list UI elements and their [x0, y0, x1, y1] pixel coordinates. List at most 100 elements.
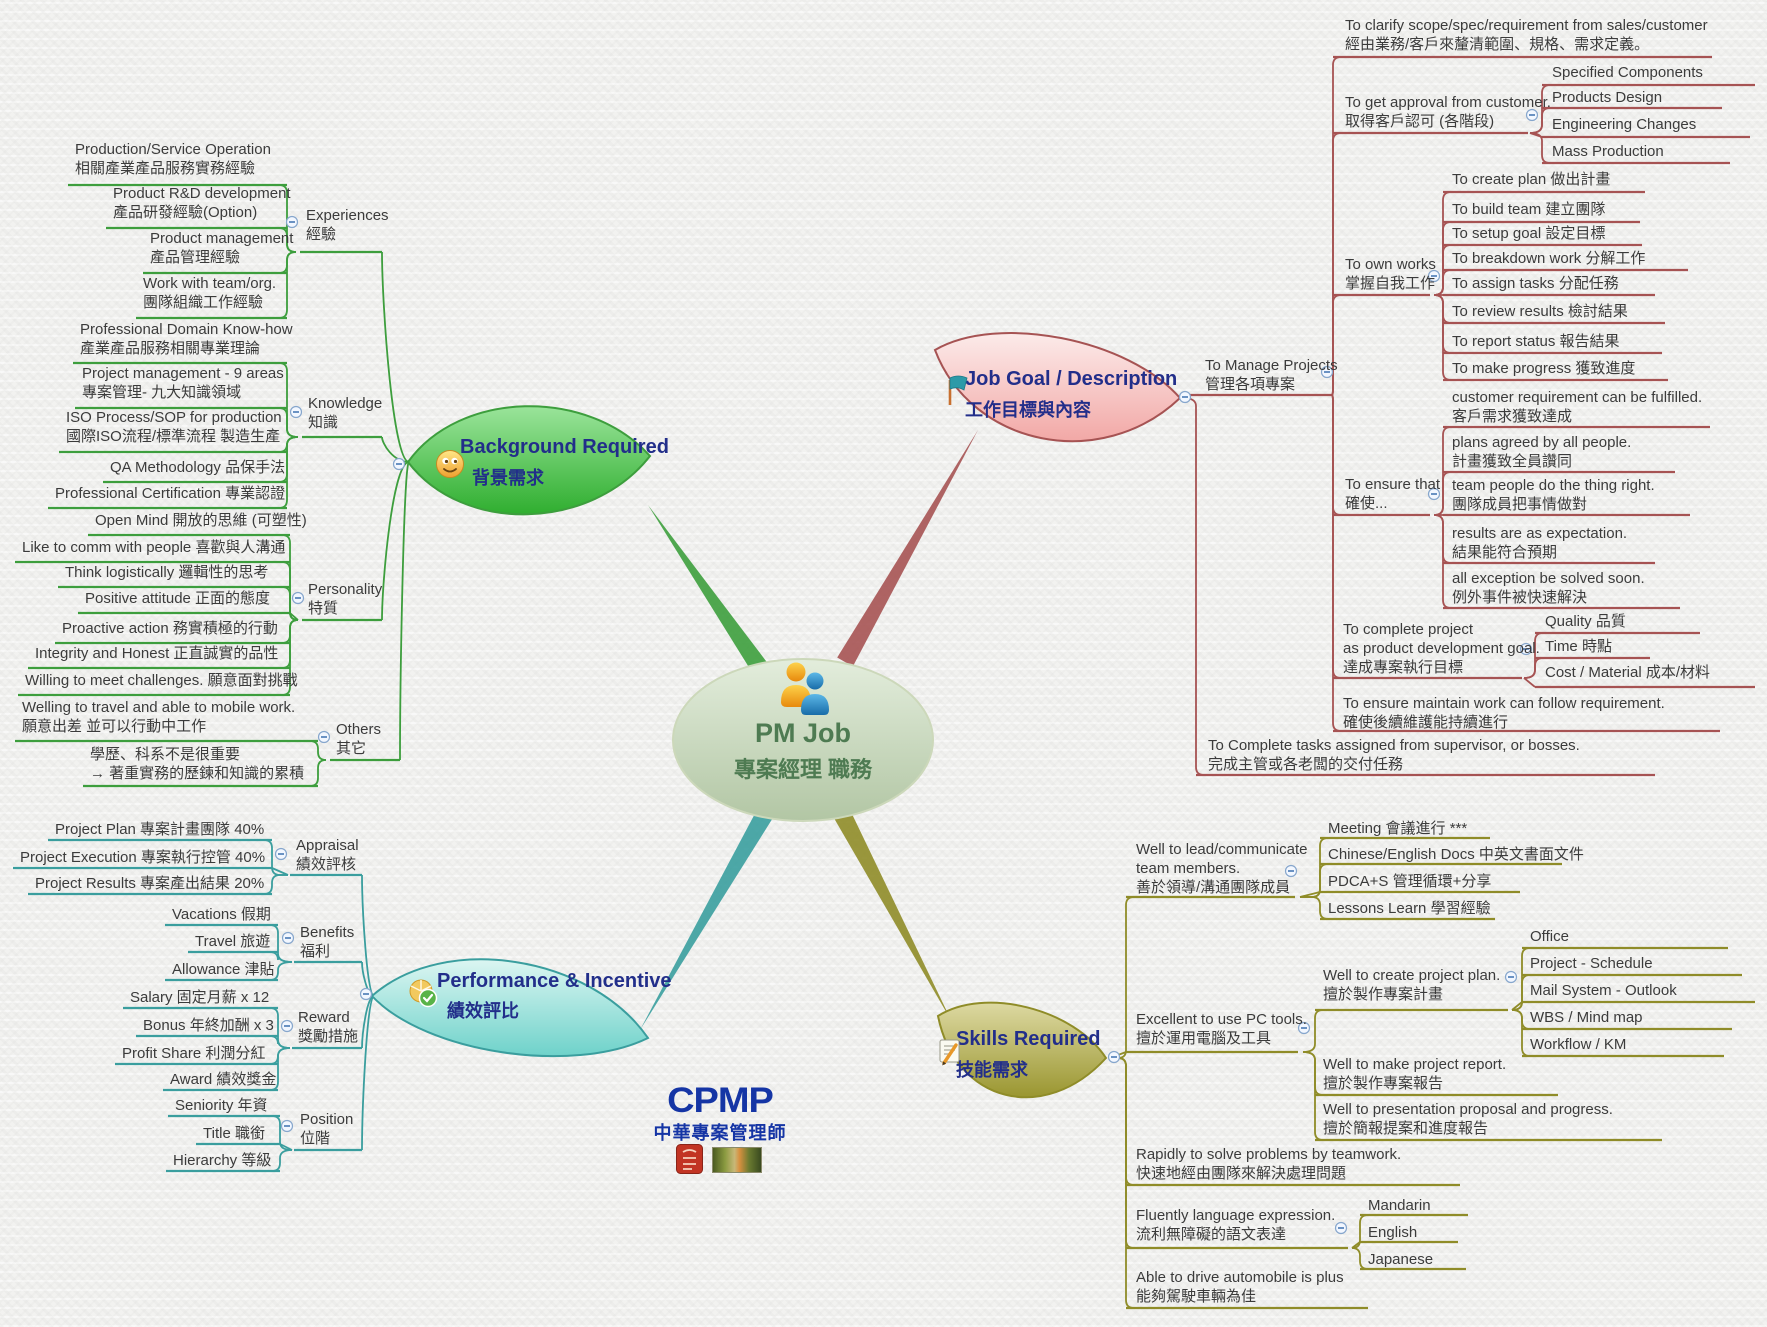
mindmap-node[interactable]: Specified Components — [1552, 64, 1703, 81]
mindmap-node[interactable]: Knowledge 知識 — [308, 395, 383, 431]
collapse-toggle[interactable] — [274, 847, 288, 861]
mindmap-node[interactable]: Open Mind 開放的思維 (可塑性) — [95, 512, 307, 529]
collapse-toggle[interactable] — [1297, 1021, 1311, 1035]
mindmap-node[interactable]: PDCA+S 管理循環+分享 — [1328, 873, 1492, 890]
branch-label-background-zh[interactable]: 背景需求 — [472, 468, 544, 488]
mindmap-node[interactable]: Mass Production — [1552, 143, 1664, 160]
mindmap-node[interactable]: Well to make project report. 擅於製作專案報告 — [1323, 1056, 1507, 1092]
mindmap-node[interactable]: Integrity and Honest 正直誠實的品性 — [35, 645, 279, 662]
mindmap-node[interactable]: Project management - 9 areas 專案管理- 九大知識領… — [82, 365, 284, 401]
mindmap-node[interactable]: To get approval from customer. 取得客戶認可 (各… — [1345, 94, 1551, 130]
mindmap-node[interactable]: To report status 報告結果 — [1452, 333, 1620, 350]
branch-shape-background[interactable] — [406, 405, 652, 516]
mindmap-node[interactable]: To ensure that 確使... — [1345, 476, 1441, 512]
mindmap-node[interactable]: 學歷、科系不是很重要 → 著重實務的歷鍊和知識的累積 — [90, 746, 305, 782]
mindmap-node[interactable]: Mail System - Outlook — [1530, 982, 1677, 999]
collapse-toggle[interactable] — [280, 1019, 294, 1033]
mindmap-node[interactable]: Well to create project plan. 擅於製作專案計畫 — [1323, 967, 1501, 1003]
mindmap-node[interactable]: Salary 固定月薪 x 12 — [130, 989, 270, 1006]
mindmap-node[interactable]: To Complete tasks assigned from supervis… — [1208, 737, 1580, 773]
mindmap-node[interactable]: Project - Schedule — [1530, 955, 1653, 972]
mindmap-node[interactable]: Excellent to use PC tools. 擅於運用電腦及工具 — [1136, 1011, 1307, 1047]
central-topic[interactable] — [672, 658, 934, 822]
mindmap-node[interactable]: WBS / Mind map — [1530, 1009, 1643, 1026]
branch-label-performance[interactable]: Performance & Incentive — [437, 970, 672, 992]
mindmap-node[interactable]: Appraisal 績效評核 — [296, 837, 359, 873]
mindmap-node[interactable]: QA Methodology 品保手法 — [110, 459, 286, 476]
mindmap-node[interactable]: To Manage Projects 管理各項專案 — [1205, 357, 1338, 393]
mindmap-node[interactable]: Product R&D development 產品研發經驗(Option) — [113, 185, 291, 221]
branch-label-performance-zh[interactable]: 績效評比 — [447, 1001, 519, 1021]
mindmap-node[interactable]: Travel 旅遊 — [195, 933, 271, 950]
mindmap-node[interactable]: Project Results 專案產出結果 20% — [35, 875, 265, 892]
collapse-toggle[interactable] — [1178, 390, 1192, 404]
mindmap-node[interactable]: Experiences 經驗 — [306, 207, 389, 243]
mindmap-node[interactable]: Able to drive automobile is plus 能夠駕駛車輛為… — [1136, 1269, 1344, 1305]
branch-shape-performance[interactable] — [370, 958, 650, 1058]
mindmap-node[interactable]: ISO Process/SOP for production 國際ISO流程/標… — [66, 409, 282, 445]
collapse-toggle[interactable] — [281, 931, 295, 945]
mindmap-node[interactable]: customer requirement can be fulfilled. 客… — [1452, 389, 1703, 425]
mindmap-node[interactable]: Professional Certification 專業認證 — [55, 485, 286, 502]
mindmap-node[interactable]: To own works 掌握自我工作 — [1345, 256, 1436, 292]
collapse-toggle[interactable] — [317, 730, 331, 744]
collapse-toggle[interactable] — [1320, 365, 1334, 379]
mindmap-node[interactable]: Others 其它 — [336, 721, 382, 757]
branch-label-background[interactable]: Background Required — [460, 436, 669, 458]
mindmap-node[interactable]: Professional Domain Know-how 產業產品服務相關專業理… — [80, 321, 293, 357]
collapse-toggle[interactable] — [359, 987, 373, 1001]
mindmap-node[interactable]: all exception be solved soon. 例外事件被快速解決 — [1452, 570, 1645, 606]
mindmap-node[interactable]: Mandarin — [1368, 1197, 1431, 1214]
branch-label-skills-zh[interactable]: 技能需求 — [956, 1060, 1028, 1080]
mindmap-node[interactable]: results are as expectation. 結果能符合預期 — [1452, 525, 1628, 561]
mindmap-node[interactable]: Time 時點 — [1545, 638, 1612, 655]
mindmap-node[interactable]: Lessons Learn 學習經驗 — [1328, 900, 1491, 917]
mindmap-node[interactable]: Benefits 福利 — [300, 924, 355, 960]
mindmap-node[interactable]: To review results 檢討結果 — [1452, 303, 1628, 320]
mindmap-node[interactable]: To breakdown work 分解工作 — [1452, 250, 1646, 267]
mindmap-node[interactable]: To ensure maintain work can follow requi… — [1343, 695, 1665, 731]
mindmap-node[interactable]: English — [1368, 1224, 1418, 1241]
mindmap-node[interactable]: To create plan 做出計畫 — [1452, 171, 1611, 188]
mindmap-node[interactable]: Bonus 年終加酬 x 3 — [143, 1017, 274, 1034]
mindmap-node[interactable]: Engineering Changes — [1552, 116, 1697, 133]
mindmap-node[interactable]: Title 職銜 — [203, 1125, 265, 1142]
mindmap-node[interactable]: team people do the thing right. 團隊成員把事情做… — [1452, 477, 1655, 513]
mindmap-node[interactable]: Profit Share 利潤分紅 — [122, 1045, 266, 1062]
branch-label-job-goal-zh[interactable]: 工作目標與內容 — [965, 400, 1091, 420]
central-topic-title[interactable]: PM Job — [754, 718, 851, 748]
mindmap-node[interactable]: Reward 獎勵措施 — [298, 1009, 359, 1045]
branch-shape-skills[interactable] — [936, 1001, 1108, 1099]
mindmap-node[interactable]: Meeting 會議進行 *** — [1328, 820, 1468, 837]
mindmap-node[interactable]: Well to presentation proposal and progre… — [1323, 1101, 1613, 1137]
collapse-toggle[interactable] — [1107, 1050, 1121, 1064]
mindmap-node[interactable]: Product management 產品管理經驗 — [150, 230, 294, 266]
mindmap-node[interactable]: Chinese/English Docs 中英文書面文件 — [1328, 846, 1584, 863]
mindmap-node[interactable]: To setup goal 設定目標 — [1452, 225, 1606, 242]
mindmap-node[interactable]: Willing to meet challenges. 願意面對挑戰 — [25, 672, 298, 689]
mindmap-node[interactable]: Vacations 假期 — [172, 906, 271, 923]
mindmap-node[interactable]: Office — [1530, 928, 1569, 945]
mindmap-node[interactable]: To make progress 獲致進度 — [1452, 360, 1636, 377]
mindmap-node[interactable]: Welling to travel and able to mobile wor… — [22, 699, 296, 735]
mindmap-node[interactable]: Production/Service Operation 相關產業產品服務實務經… — [75, 141, 271, 177]
mindmap-node[interactable]: Think logistically 邏輯性的思考 — [65, 564, 269, 581]
mindmap-node[interactable]: Project Plan 專案計畫團隊 40% — [55, 821, 265, 838]
mindmap-node[interactable]: Japanese — [1368, 1251, 1434, 1268]
mindmap-node[interactable]: Well to lead/communicate team members. 善… — [1136, 841, 1308, 896]
mindmap-node[interactable]: To clarify scope/spec/requirement from s… — [1345, 17, 1708, 53]
mindmap-node[interactable]: Workflow / KM — [1530, 1036, 1627, 1053]
collapse-toggle[interactable] — [285, 215, 299, 229]
mindmap-node[interactable]: Allowance 津貼 — [172, 961, 275, 978]
mindmap-node[interactable]: Hierarchy 等級 — [173, 1152, 272, 1169]
collapse-toggle[interactable] — [291, 591, 305, 605]
collapse-toggle[interactable] — [1504, 970, 1518, 984]
mindmap-node[interactable]: Fluently language expression. 流利無障礙的語文表達 — [1136, 1207, 1336, 1243]
mindmap-node[interactable]: Award 績效獎金 — [170, 1071, 277, 1088]
mindmap-node[interactable]: Products Design — [1552, 89, 1663, 106]
mindmap-node[interactable]: To assign tasks 分配任務 — [1452, 275, 1619, 292]
collapse-toggle[interactable] — [1334, 1221, 1348, 1235]
branch-label-job-goal[interactable]: Job Goal / Description — [965, 368, 1178, 390]
mindmap-node[interactable]: Rapidly to solve problems by teamwork. 快… — [1136, 1146, 1402, 1182]
mindmap-node[interactable]: Proactive action 務實積極的行動 — [62, 620, 278, 637]
